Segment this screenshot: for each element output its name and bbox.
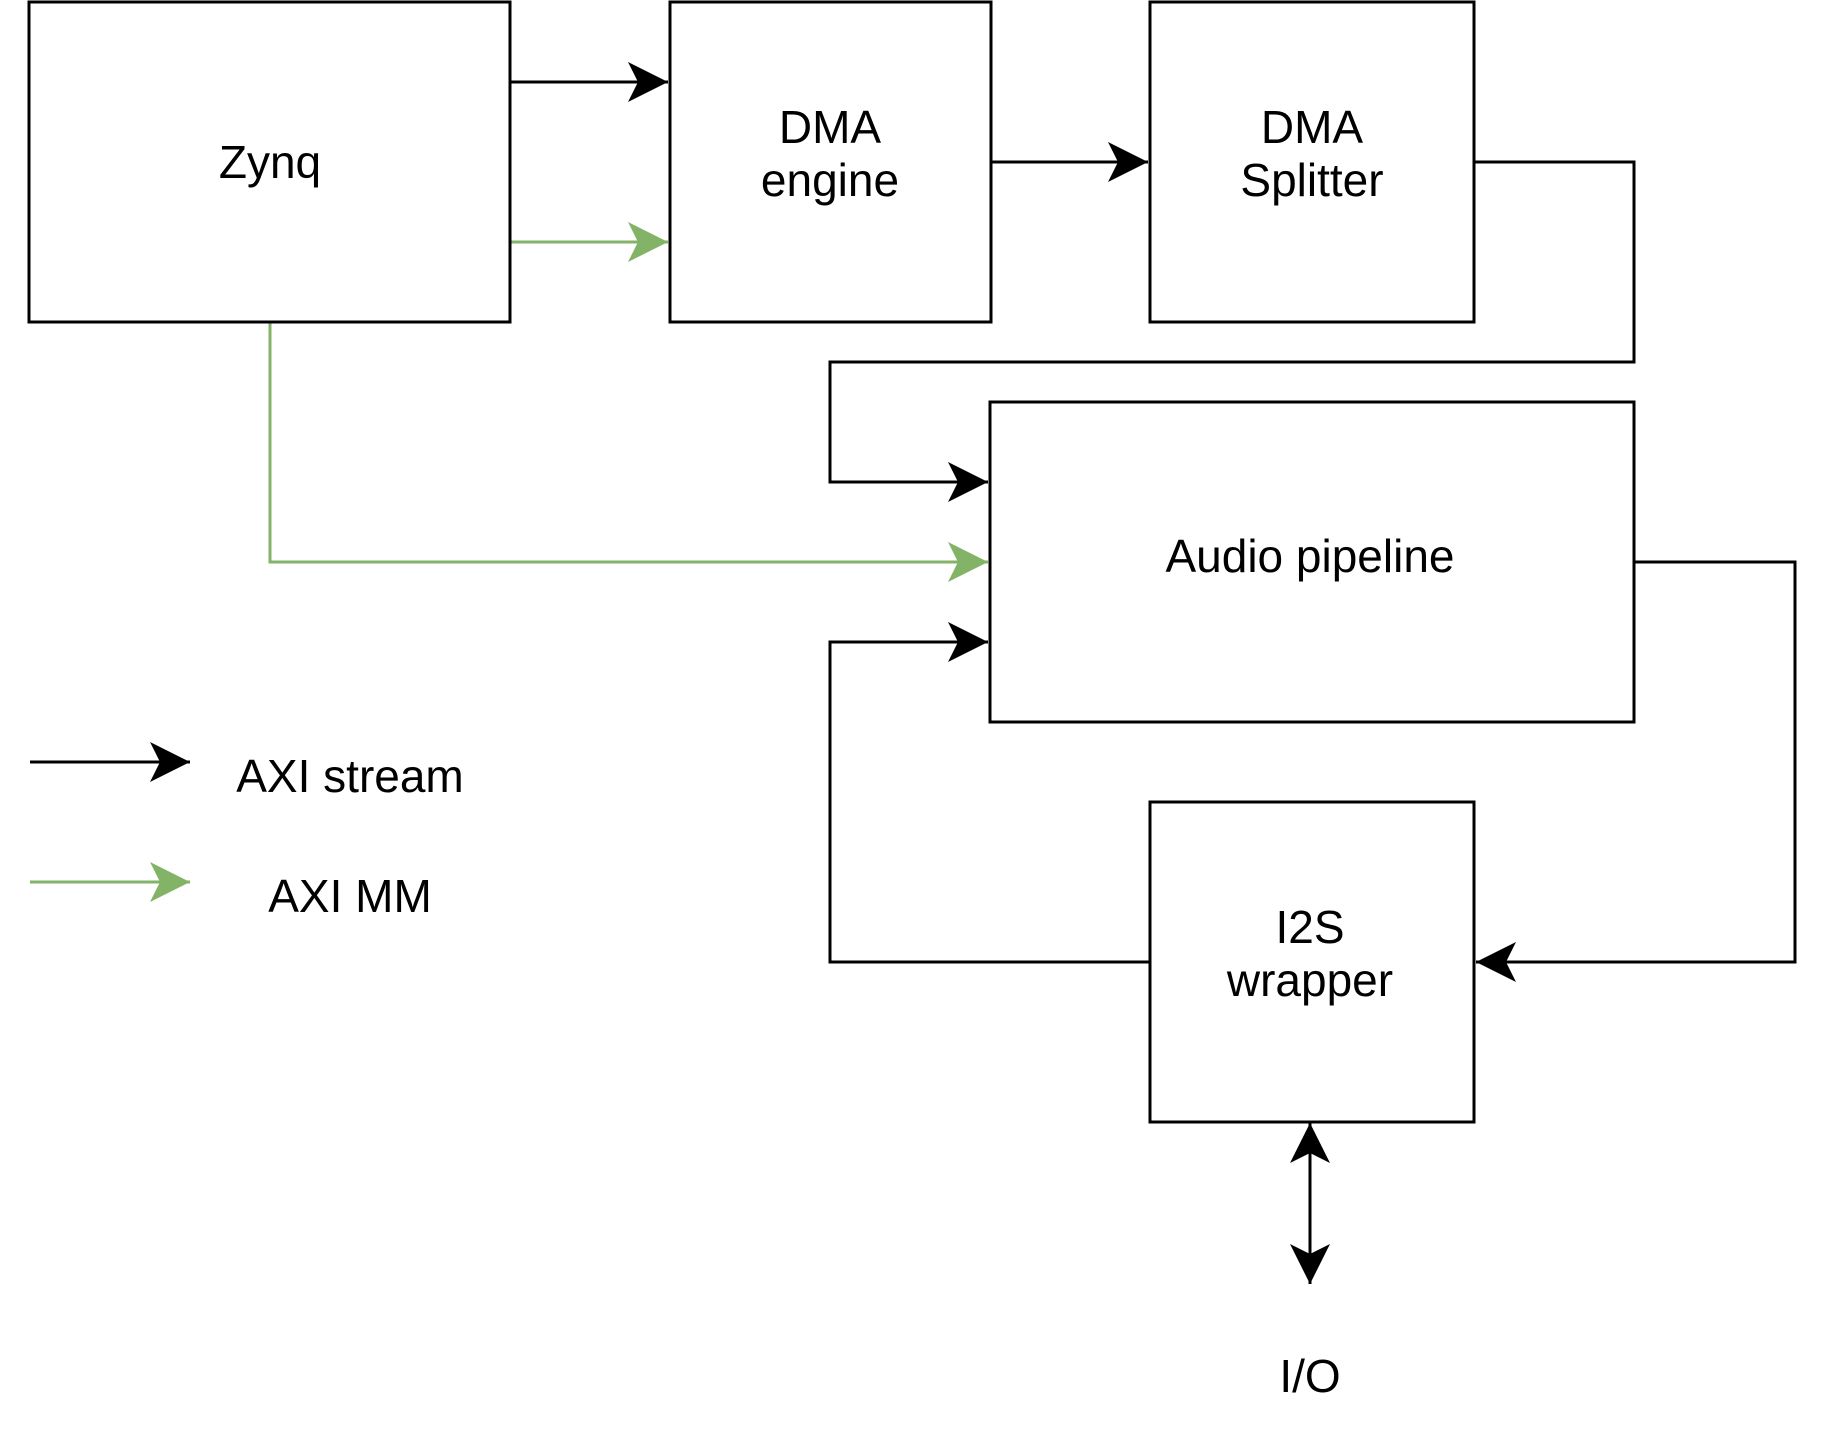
block-dma-splitter-rect xyxy=(1148,0,1476,324)
block-i2s-wrapper-label-line1: I2S xyxy=(1275,901,1344,953)
block-zynq-rect xyxy=(27,0,512,324)
connector-zynq-to-audio-pipeline-mm xyxy=(268,322,988,582)
block-audio-pipeline-rect xyxy=(988,400,1636,724)
block-dma-splitter-label-line1: DMA xyxy=(1261,101,1364,153)
legend-label-axi-mm: AXI MM xyxy=(268,870,432,922)
connector-i2s-to-audio-pipeline xyxy=(828,622,1150,964)
block-zynq-label: Zynq xyxy=(219,136,321,188)
block-i2s-wrapper-label-line2: wrapper xyxy=(1226,954,1393,1006)
block-i2s-wrapper-rect xyxy=(1148,800,1476,1124)
block-zynq[interactable]: Zynq xyxy=(27,0,512,324)
block-dma-splitter[interactable]: DMA Splitter xyxy=(1148,0,1476,324)
block-audio-pipeline-label: Audio pipeline xyxy=(1165,530,1454,582)
legend-item-axi-stream: AXI stream xyxy=(30,742,464,802)
io-label: I/O xyxy=(1279,1350,1340,1402)
block-audio-pipeline[interactable]: Audio pipeline xyxy=(988,400,1636,724)
connector-splitter-to-audio-pipeline xyxy=(828,160,1636,502)
connectors xyxy=(268,62,1797,1284)
legend-item-axi-mm: AXI MM xyxy=(30,862,432,922)
connector-audio-pipeline-to-i2s xyxy=(1476,560,1797,982)
block-dma-splitter-label-line2: Splitter xyxy=(1240,154,1383,206)
legend: AXI stream AXI MM xyxy=(30,742,464,922)
legend-label-axi-stream: AXI stream xyxy=(236,750,464,802)
block-dma-engine-label-line2: engine xyxy=(761,154,899,206)
block-dma-engine[interactable]: DMA engine xyxy=(668,0,993,324)
block-i2s-wrapper[interactable]: I2S wrapper xyxy=(1148,800,1476,1124)
block-dma-engine-rect xyxy=(668,0,993,324)
block-dma-engine-label-line1: DMA xyxy=(779,101,882,153)
